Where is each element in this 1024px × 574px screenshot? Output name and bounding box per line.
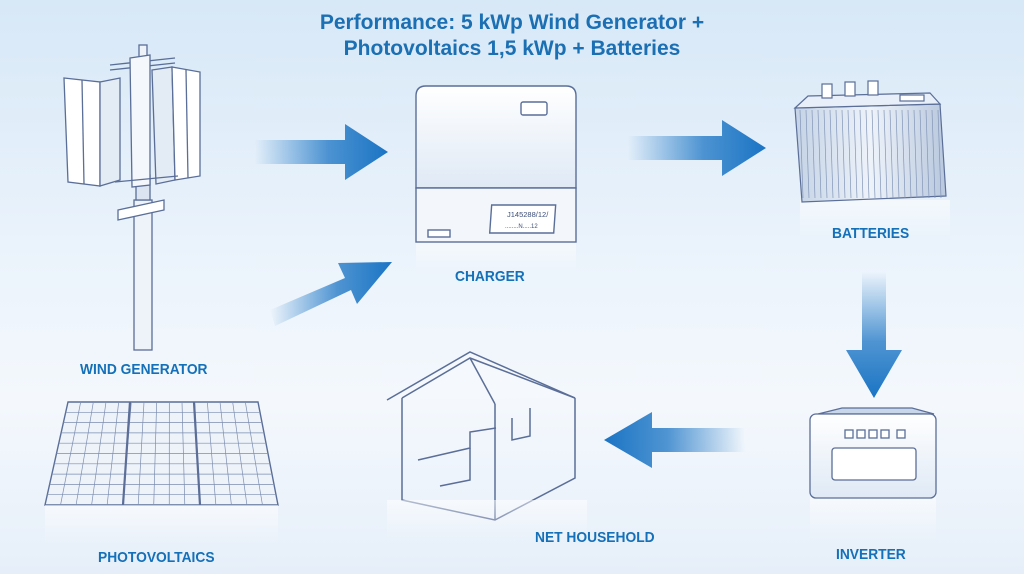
inverter-icon	[809, 407, 937, 542]
label-net-household: NET HOUSEHOLD	[535, 529, 655, 546]
label-wind-generator: WIND GENERATOR	[80, 361, 208, 378]
flow-arrow-pv-to-charger	[270, 262, 392, 326]
house-icon	[386, 351, 587, 540]
diagram-title: Performance: 5 kWp Wind Generator + Phot…	[0, 10, 1024, 62]
photovoltaic-panels-icon	[44, 401, 279, 545]
title-line-1: Performance: 5 kWp Wind Generator +	[319, 11, 705, 34]
flow-arrow-batteries-to-inverter	[846, 272, 902, 398]
label-charger: CHARGER	[455, 268, 525, 285]
battery-bank-icon	[793, 80, 950, 240]
charger-plate-line-2: ........N.....12	[505, 224, 538, 230]
charger-icon: J145288/12/ ........N.....12	[415, 85, 577, 275]
flow-arrow-charger-to-batteries	[628, 120, 766, 176]
wind-generator-icon	[63, 44, 201, 360]
label-photovoltaics: PHOTOVOLTAICS	[98, 549, 215, 566]
charger-plate-line-1: J145288/12/	[507, 210, 549, 219]
flow-arrow-inverter-to-household	[604, 412, 745, 468]
flow-arrow-wind-to-charger	[255, 124, 388, 180]
label-batteries: BATTERIES	[832, 225, 910, 242]
title-line-2: Photovoltaics 1,5 kWp + Batteries	[343, 37, 681, 60]
label-inverter: INVERTER	[836, 546, 906, 563]
